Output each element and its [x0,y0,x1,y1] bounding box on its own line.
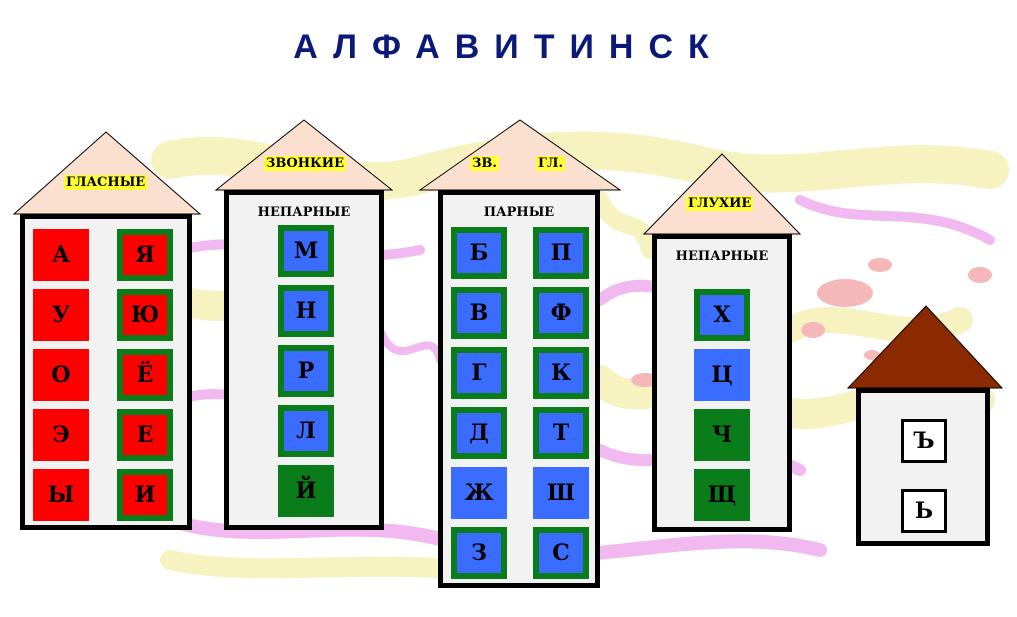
letter-cell: Д [451,407,507,459]
letter-cell: Ч [694,409,750,461]
letter-cell: Л [278,405,334,457]
voiced-roof [214,118,394,192]
letter-cell: Ф [533,287,589,339]
letter-cell: Ж [451,467,507,519]
paired-sub-label: ПАРНЫЕ [483,205,555,220]
letter-cell: Б [451,227,507,279]
letter-cell: Ц [694,349,750,401]
letter-cell: Й [278,465,334,517]
paired-house: ЗВ. ГЛ. ПАРНЫЕ Б В Г Д Ж З П Ф К Т Ш С [418,118,622,588]
vowels-house: ГЛАСНЫЕ А У О Э Ы Я Ю Ё Е И [12,130,202,530]
voiceless-body: НЕПАРНЫЕ Х Ц Ч Щ [652,234,792,532]
letter-cell: К [533,347,589,399]
letter-cell: Р [278,345,334,397]
letter-cell: М [278,225,334,277]
letter-cell: С [533,527,589,579]
letter-cell: Е [117,409,173,461]
voiceless-roof-label: ГЛУХИЕ [686,196,754,211]
voiced-house: ЗВОНКИЕ НЕПАРНЫЕ М Н Р Л Й [214,118,394,530]
vowels-roof-label: ГЛАСНЫЕ [64,175,148,190]
voiceless-roof [642,152,802,236]
letter-cell: Н [278,285,334,337]
page-title: АЛФАВИТИНСК [293,28,724,66]
letter-cell: Т [533,407,589,459]
letter-cell: В [451,287,507,339]
paired-roof-label-voiceless: ГЛ. [536,156,565,171]
voiced-roof-label: ЗВОНКИЕ [264,156,346,171]
letter-cell: И [117,469,173,521]
letter-cell: Щ [694,469,750,521]
paired-roof [418,118,622,192]
paired-roof-label-voiced: ЗВ. [470,156,499,171]
letter-cell: А [33,229,89,281]
letter-cell: Х [694,289,750,341]
letter-cell: З [451,527,507,579]
voiced-sub-label: НЕПАРНЫЕ [257,205,351,220]
letter-cell: П [533,227,589,279]
voiceless-sub-label: НЕПАРНЫЕ [675,249,769,264]
signs-roof [846,304,1004,390]
letter-cell: О [33,349,89,401]
letter-cell: Ъ [901,419,947,463]
signs-house: Ъ Ь [846,304,1004,548]
letter-cell: Ы [33,469,89,521]
voiceless-house: ГЛУХИЕ НЕПАРНЫЕ Х Ц Ч Щ [642,152,802,532]
letter-cell: Г [451,347,507,399]
letter-cell: Ё [117,349,173,401]
voiced-body: НЕПАРНЫЕ М Н Р Л Й [224,190,384,530]
letter-cell: Я [117,229,173,281]
paired-body: ПАРНЫЕ Б В Г Д Ж З П Ф К Т Ш С [438,190,600,588]
letter-cell: Ь [901,489,947,533]
signs-body: Ъ Ь [856,388,990,546]
vowels-roof [12,130,202,216]
letter-cell: Ю [117,289,173,341]
vowels-body: А У О Э Ы Я Ю Ё Е И [20,214,192,530]
letter-cell: У [33,289,89,341]
letter-cell: Э [33,409,89,461]
letter-cell: Ш [533,467,589,519]
